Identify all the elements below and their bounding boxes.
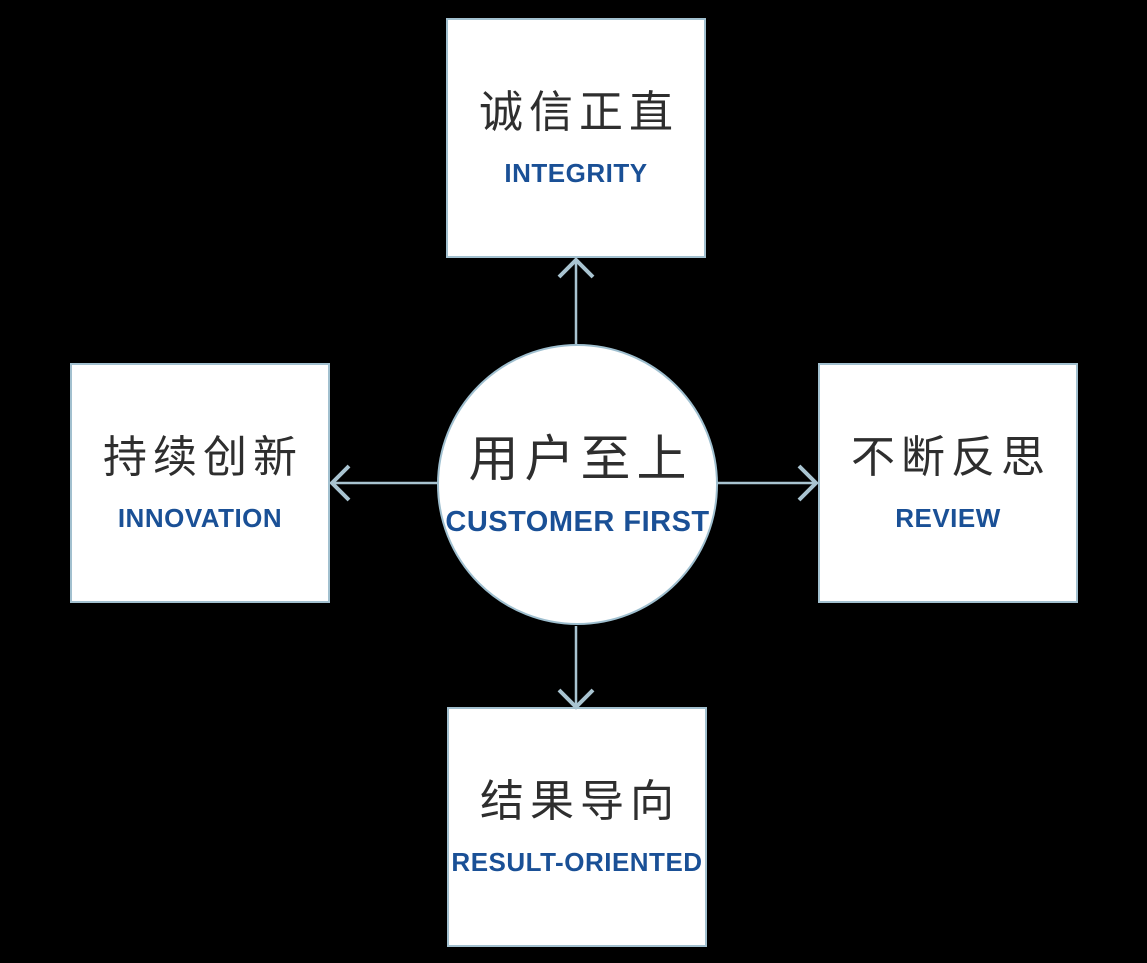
node-result-oriented-label-en: RESULT-ORIENTED: [451, 846, 703, 877]
arrow-to-left-icon: [329, 464, 438, 502]
node-customer-first-label-en: CUSTOMER FIRST: [445, 505, 710, 538]
node-innovation-label-zh: 持续创新: [103, 432, 303, 482]
node-result-oriented-label-zh: 结果导向: [480, 776, 680, 826]
node-review-label-en: REVIEW: [895, 502, 1001, 533]
node-review: 不断反思 REVIEW: [818, 363, 1078, 603]
node-customer-first-label-zh: 用户至上: [468, 430, 693, 487]
arrow-to-top-icon: [557, 257, 595, 344]
node-result-oriented: 结果导向 RESULT-ORIENTED: [447, 707, 707, 947]
arrow-to-bottom-icon: [557, 626, 595, 710]
node-innovation: 持续创新 INNOVATION: [70, 363, 330, 603]
node-integrity: 诚信正直 INTEGRITY: [446, 18, 706, 258]
node-review-label-zh: 不断反思: [851, 432, 1051, 482]
node-customer-first: 用户至上 CUSTOMER FIRST: [437, 344, 718, 625]
node-innovation-label-en: INNOVATION: [117, 502, 283, 533]
node-integrity-label-en: INTEGRITY: [504, 157, 648, 188]
node-integrity-label-zh: 诚信正直: [479, 87, 679, 137]
arrow-to-right-icon: [717, 464, 819, 502]
